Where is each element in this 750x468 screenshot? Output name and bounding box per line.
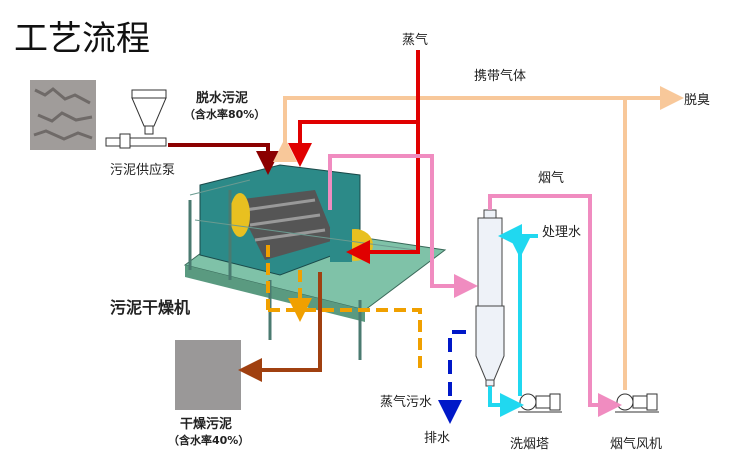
flue-gas-label: 烟气 <box>538 170 564 186</box>
sludge-pump-icon <box>105 89 167 149</box>
steam-label: 蒸气 <box>402 32 428 48</box>
flue-fan-label: 烟气风机 <box>610 436 662 452</box>
page-title: 工艺流程 <box>14 19 150 59</box>
steam-wastewater-label: 蒸气污水 <box>380 394 432 410</box>
carrier-gas-label: 携带气体 <box>474 68 526 84</box>
flue-fan-icon <box>615 393 659 413</box>
scrubber-tower-icon <box>475 209 505 387</box>
sludge-pump-label: 污泥供应泵 <box>110 162 175 178</box>
carrier-gas-line <box>273 86 684 162</box>
dried-sludge-label: 干燥污泥 <box>180 416 232 432</box>
steam-line <box>346 50 420 264</box>
tower-drain-line <box>488 386 524 417</box>
dried-moisture-label: （含水率40%） <box>168 433 249 447</box>
steam-branch-line <box>288 120 418 167</box>
dewatered-sludge-line <box>168 143 280 175</box>
dried-sludge-image <box>175 340 241 410</box>
dewatered-moisture-label: （含水率80%） <box>184 107 265 121</box>
drain-label: 排水 <box>424 431 450 446</box>
scrubber-label: 洗烟塔 <box>510 437 549 452</box>
steam-wastewater-line <box>266 245 422 372</box>
dryer-label: 污泥干燥机 <box>110 298 190 317</box>
treated-water-label: 处理水 <box>542 225 581 240</box>
dewatered-sludge-label: 脱水污泥 <box>196 90 248 106</box>
sludge-dryer-machine <box>183 164 447 370</box>
dried-sludge-line <box>238 272 322 382</box>
deodorize-label: 脱臭 <box>684 93 710 108</box>
flue-gas-to-fan-line <box>488 194 622 417</box>
scrubber-pump-icon <box>518 393 562 413</box>
drain-line <box>438 330 466 424</box>
flue-gas-line <box>328 154 478 298</box>
